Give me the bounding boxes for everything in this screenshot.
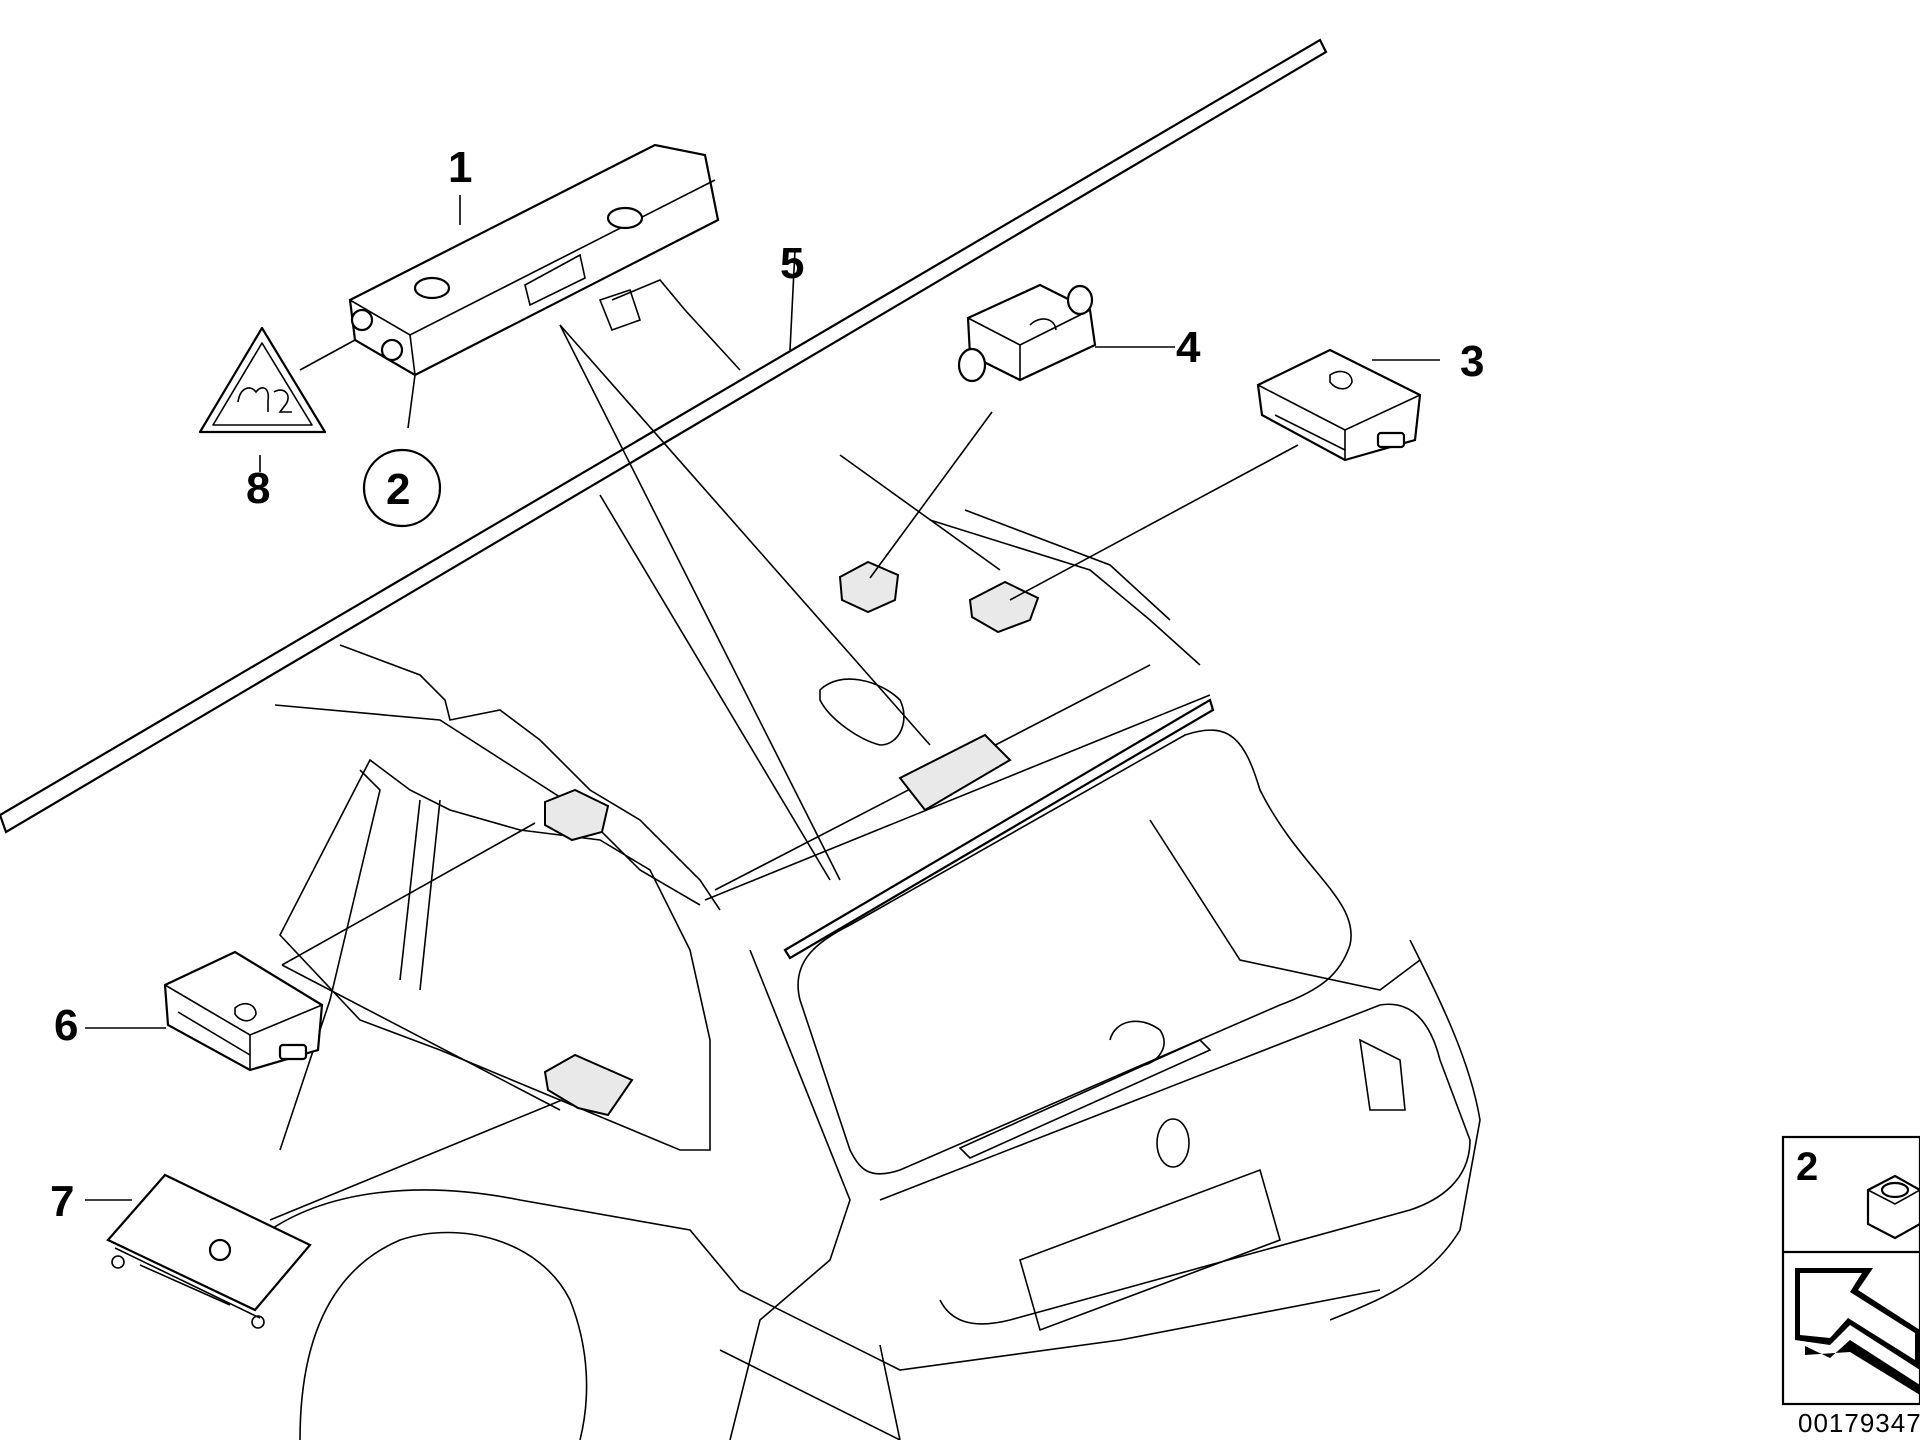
callout-3: 3 — [1460, 337, 1484, 386]
legend-box: 2 — [1781, 1135, 1920, 1406]
callout-4: 4 — [1176, 323, 1201, 372]
part-8-warning-label — [198, 326, 327, 434]
legend-number: 2 — [1796, 1145, 1818, 1189]
callout-8: 8 — [246, 464, 270, 513]
part-7-module — [106, 1173, 312, 1329]
callout-7: 7 — [50, 1177, 74, 1226]
mounted-modules — [543, 560, 1040, 1117]
callout-2: 2 — [386, 465, 410, 514]
part-4-module — [957, 283, 1097, 383]
arrow-icon — [1795, 1268, 1920, 1395]
part-2-callout-circle — [362, 448, 442, 528]
car-body-outline — [269, 324, 1481, 1440]
part-6-module — [163, 950, 324, 1072]
roof-antenna-strip — [0, 38, 1328, 834]
callout-5: 5 — [780, 239, 804, 288]
callout-6: 6 — [54, 1001, 78, 1050]
part-1-antenna-module — [348, 143, 741, 377]
hex-nut-icon — [1866, 1174, 1920, 1240]
leader-lines — [85, 195, 1440, 1221]
drawing-number: 00179347 — [1798, 1408, 1920, 1438]
callout-1: 1 — [448, 143, 472, 192]
part-3-module — [1256, 348, 1422, 462]
